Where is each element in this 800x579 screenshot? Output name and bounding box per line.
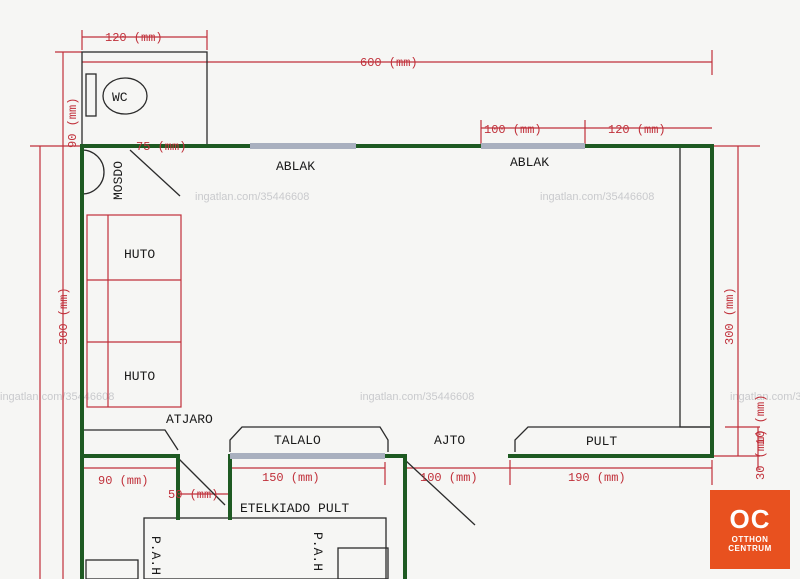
logo-line-1: OTTHON xyxy=(731,535,769,544)
dim-wc-height: 90 (mm) xyxy=(66,98,80,148)
watermark-3: ingatlan.com/35446608 xyxy=(0,391,114,403)
dim-door-100: 100 (mm) xyxy=(420,471,478,485)
dim-pass-width: 90 (mm) xyxy=(98,474,148,488)
dim-total-width: 600 (mm) xyxy=(360,56,418,70)
label-bar: PULT xyxy=(586,434,617,449)
watermark-5: ingatlan.com/35446608 xyxy=(730,391,800,403)
dim-right-bottom: 30 (mm) xyxy=(754,430,768,480)
label-window-2: ABLAK xyxy=(510,155,549,170)
label-passage: ATJARO xyxy=(166,412,213,427)
label-pah-right: P.A.H xyxy=(310,532,325,571)
label-window-1: ABLAK xyxy=(276,159,315,174)
dim-counter-width: 150 (mm) xyxy=(262,471,320,485)
dimension-lines xyxy=(30,30,760,579)
dim-door-50: 50 (mm) xyxy=(168,488,218,502)
watermark-2: ingatlan.com/35446608 xyxy=(540,191,654,203)
label-wc: WC xyxy=(112,90,128,105)
otthon-centrum-logo: OC OTTHON CENTRUM xyxy=(710,490,790,569)
dim-small-v: 10 (mm) xyxy=(754,395,768,445)
logo-line-2: CENTRUM xyxy=(728,544,772,553)
outlines xyxy=(81,51,712,579)
walls xyxy=(80,144,714,579)
label-serving-counter: ETELKIADO PULT xyxy=(240,501,349,516)
watermark-4: ingatlan.com/35446608 xyxy=(360,391,474,403)
dim-window2: 100 (mm) xyxy=(484,123,542,137)
label-counter: TALALO xyxy=(274,433,321,448)
label-fridge-1: HUTO xyxy=(124,247,155,262)
dim-pult-width: 190 (mm) xyxy=(568,471,626,485)
fridges xyxy=(86,214,182,408)
dim-door-75: 75 (mm) xyxy=(136,140,186,154)
label-mosdo: MOSDO xyxy=(111,161,126,200)
label-pah-left: P.A.H xyxy=(148,536,163,575)
label-door: AJTO xyxy=(434,433,465,448)
dim-wc-width: 120 (mm) xyxy=(105,31,163,45)
dim-right-offset: 120 (mm) xyxy=(608,123,666,137)
dim-left-height: 300 (mm) xyxy=(57,287,71,345)
watermark-1: ingatlan.com/35446608 xyxy=(195,191,309,203)
label-fridge-2: HUTO xyxy=(124,369,155,384)
logo-mark: OC xyxy=(729,504,771,534)
dim-right-height: 300 (mm) xyxy=(723,287,737,345)
